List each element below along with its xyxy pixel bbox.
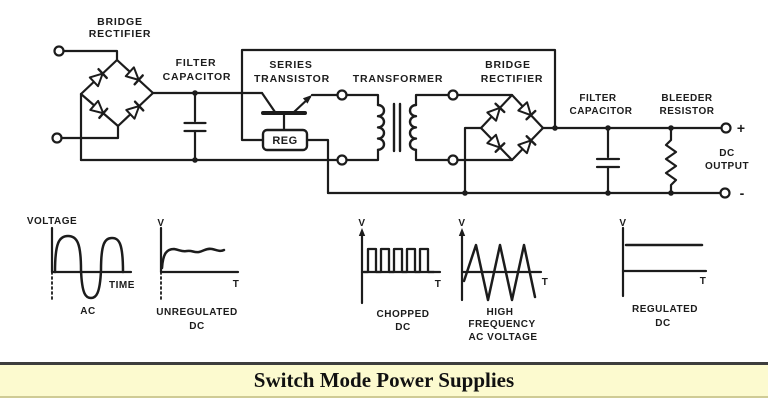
wf3-y-label: V: [358, 218, 365, 229]
bridge1-label-line1: BRIDGE: [97, 16, 143, 28]
wf4-caption-line2: FREQUENCY: [468, 319, 535, 330]
wf3-caption-line2: DC: [395, 322, 410, 333]
minus-sign: -: [740, 185, 745, 201]
axis-arrow-icon: [458, 228, 466, 236]
plus-sign: +: [737, 120, 745, 136]
bleeder-resistor: [664, 125, 678, 196]
wf5-caption-line1: REGULATED: [632, 304, 698, 315]
bridge2-label-line2: RECTIFIER: [481, 73, 544, 85]
wf2-x-label: T: [233, 279, 240, 290]
ac-input-terminals: [51, 45, 120, 144]
pulse-wave-icon: [362, 247, 436, 274]
wf3-x-label: T: [435, 279, 442, 290]
transformer: [336, 89, 459, 166]
ripple-wave-icon: [160, 247, 226, 270]
filter-capacitor-2: [595, 125, 621, 196]
bridge1-label-line2: RECTIFIER: [89, 28, 152, 40]
waveform-chopped-dc: [358, 228, 442, 305]
wf4-caption-line1: HIGH: [487, 307, 514, 318]
wf1-x-label: TIME: [109, 280, 135, 291]
wf5-y-label: V: [619, 218, 626, 229]
bridge-rectifier-1: [79, 58, 155, 162]
waveform-regulated-dc: [621, 226, 708, 298]
dc-output-label-line1: DC: [719, 148, 734, 159]
regulator-label: REG: [272, 135, 297, 147]
axis-arrow-icon: [358, 228, 366, 236]
sine-wave-icon: [53, 234, 125, 300]
title-divider: [0, 362, 768, 365]
feedback-return-line: [305, 138, 330, 195]
wf2-caption-line1: UNREGULATED: [156, 307, 237, 318]
waveform-high-freq-ac: [458, 228, 543, 302]
wf2-caption-line2: DC: [189, 321, 204, 332]
circuit-diagram: BRIDGE RECTIFIER FILTER CAPACITOR SERIES…: [27, 16, 749, 343]
transformer-label: TRANSFORMER: [353, 73, 443, 85]
wf2-y-label: V: [157, 218, 164, 229]
figure-title: Switch Mode Power Supplies: [253, 368, 515, 392]
bridge-rectifier-2: [456, 93, 545, 195]
wf4-y-label: V: [458, 218, 465, 229]
wf1-caption: AC: [80, 306, 95, 317]
bleeder-label-line2: RESISTOR: [660, 106, 715, 117]
cap2-label-line1: FILTER: [579, 93, 617, 104]
wf4-x-label: T: [542, 277, 549, 288]
title-bar: Switch Mode Power Supplies: [0, 365, 768, 398]
waveform-ac-input: [50, 226, 133, 303]
dc-output-label-line2: OUTPUT: [705, 161, 749, 172]
cap1-label-line1: FILTER: [176, 57, 217, 69]
cap1-label-line2: CAPACITOR: [163, 71, 232, 83]
transistor-label-line1: SERIES: [269, 59, 312, 71]
wf5-caption-line2: DC: [655, 318, 670, 329]
wf5-x-label: T: [700, 276, 707, 287]
waveform-labels: VOLTAGE TIME AC V T UNREGULATED DC V T C…: [27, 216, 706, 343]
circuit-labels: BRIDGE RECTIFIER FILTER CAPACITOR SERIES…: [89, 16, 749, 201]
triangle-wave-icon: [462, 243, 537, 302]
emitter-arrow-icon: [302, 95, 312, 104]
wf3-caption-line1: CHOPPED: [377, 309, 430, 320]
filter-capacitor-1: [183, 90, 207, 163]
transistor-label-line2: TRANSISTOR: [254, 73, 330, 85]
wf4-caption-line3: AC VOLTAGE: [468, 332, 537, 343]
cap2-label-line2: CAPACITOR: [569, 106, 632, 117]
dc-output-terminals: [719, 122, 732, 199]
bridge2-label-line1: BRIDGE: [485, 59, 531, 71]
series-transistor: [260, 91, 339, 132]
wf1-y-label: VOLTAGE: [27, 216, 77, 227]
output-negative-rail: [326, 190, 722, 196]
waveform-unregulated-dc: [159, 226, 240, 301]
bleeder-label-line1: BLEEDER: [661, 93, 713, 104]
